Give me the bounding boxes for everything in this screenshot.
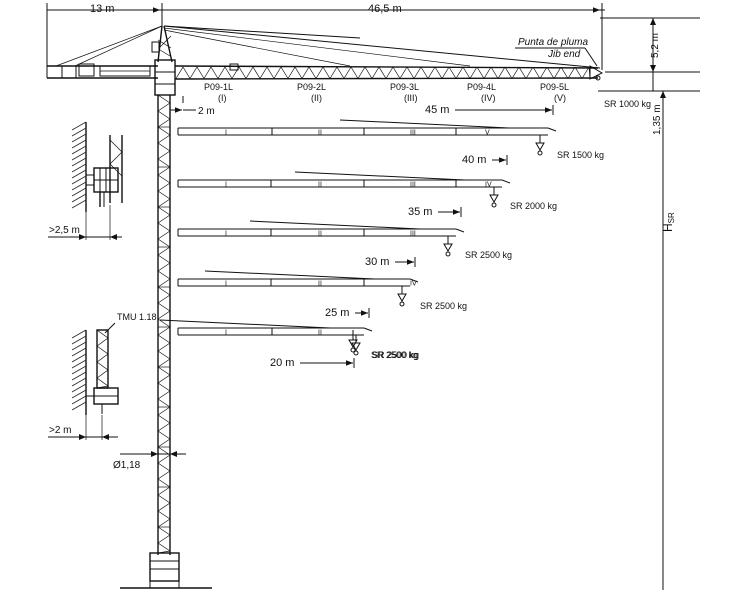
config-segment-label: V [485,130,490,137]
hook-offset-dim: 1,35 m [652,104,663,135]
jib-end-label-en: Jib end [547,49,581,60]
jib-section-code: P09-5L [540,82,569,92]
config-segment-label: III [410,231,416,238]
wall-detail-bottom: >2 m TMU 1.18 [48,312,157,440]
mast-offset-dim: 2 m [170,96,215,117]
jib-section-code: P09-1L [204,82,233,92]
config-load: SR 2500 kg [371,350,418,360]
jib-section-roman: (II) [311,93,322,103]
jib-height-dim: 5,2 m [650,33,661,58]
config-segment-label: II [318,330,322,337]
jib-section-code: P09-4L [467,82,496,92]
config-load: SR 1500 kg [557,150,604,160]
mast-size-label: Ø1,18 [113,460,141,471]
jib-section-roman: (I) [218,93,227,103]
jib-section-labels: P09-1L(I) P09-2L(II) P09-3L(III) P09-4L(IV)… [204,82,569,103]
config-load: SR 2000 kg [510,201,557,211]
wall-bottom-clearance: >2 m [49,425,72,436]
config-length: 40 m [462,154,486,166]
jib-section-roman: (III) [404,93,418,103]
top-load-label: SR 1000 kg [604,99,651,109]
right-dimensions: 5,2 m 1,35 m HSR [598,17,700,590]
main-jib-dim: 46,5 m [368,3,402,15]
config-load: SR 2500 kg [372,350,419,360]
config-length: 35 m [408,206,432,218]
config-segment-label: I [225,281,227,288]
config-segment-label: II [318,231,322,238]
top-dimensions: 13 m 46,5 m [46,3,605,70]
jib-end-label-es: Punta de pluma [518,37,588,48]
jib-config: 20 m SR 2500 kg [270,330,418,369]
jib-section-code: P09-2L [297,82,326,92]
config-segment-label: III [410,130,416,137]
mast-offset-label: 2 m [198,106,215,117]
config-segment-label: IV [410,281,417,288]
config-segment-label: IV [485,182,492,189]
config-segment-label: II [318,130,322,137]
main-jib [163,25,604,81]
counter-jib [46,25,163,79]
config-segment-label: II [318,182,322,189]
crane-head [151,25,176,96]
config-segment-label: III [410,182,416,189]
jib-section-roman: (IV) [481,93,496,103]
config-segment-label: I [225,130,227,137]
hsr-label: HSR [661,212,676,232]
jib-section-code: P09-3L [390,82,419,92]
tie-label: TMU 1.18 [117,312,157,322]
config-length: 20 m [270,357,294,369]
config-segment-label: I [225,231,227,238]
jib-end-callout: Punta de pluma Jib end [515,37,598,67]
mast-size-dim: Ø1,18 [113,451,186,471]
config-segment-label: I [225,330,227,337]
config-load: SR 2500 kg [420,301,467,311]
config-segment-label: II [318,281,322,288]
wall-top-clearance: >2,5 m [49,225,80,236]
mast [120,94,212,589]
config-load: SR 2500 kg [465,250,512,260]
config-length: 25 m [325,307,349,319]
counter-jib-dim: 13 m [90,3,114,15]
config-segment-label: I [225,182,227,189]
config-length: 30 m [365,256,389,268]
wall-detail-top: >2,5 m [48,121,123,240]
config-length: 45 m [425,104,449,116]
jib-section-roman: (V) [554,93,566,103]
